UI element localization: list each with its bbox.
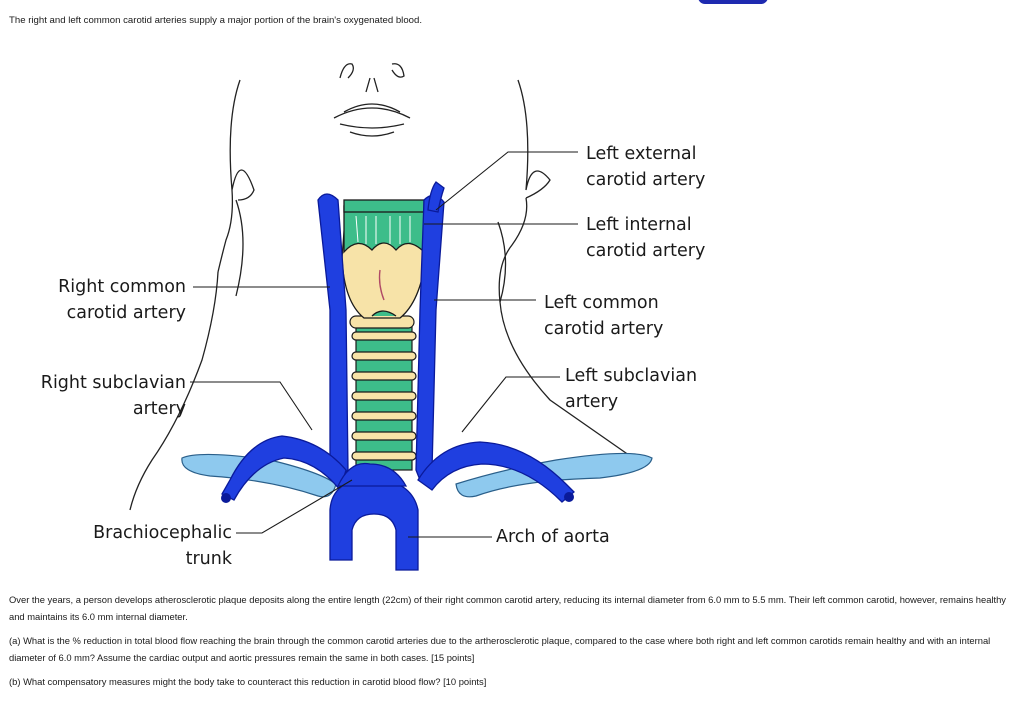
top-button-fragment <box>698 0 768 4</box>
question-a: (a) What is the % reduction in total blo… <box>9 635 991 663</box>
arteries <box>221 181 575 571</box>
label-line: Right common <box>58 277 186 297</box>
aorta-arch-shape <box>329 477 419 571</box>
problem-description: Over the years, a person develops athero… <box>9 594 1006 622</box>
label-line: trunk <box>185 549 232 569</box>
carotid-anatomy-diagram: Right common carotid artery Right subcla… <box>0 40 1024 590</box>
question-b: (b) What compensatory measures might the… <box>9 676 487 687</box>
label-line: Left external <box>586 144 697 164</box>
label-line: carotid artery <box>544 319 664 339</box>
trachea <box>349 315 417 471</box>
left-subclavian-shape <box>417 441 575 503</box>
larynx <box>341 199 427 319</box>
label-line: carotid artery <box>66 303 186 323</box>
label-line: artery <box>132 399 186 419</box>
label-line: Brachiocephalic <box>93 523 232 543</box>
label-line: carotid artery <box>586 170 706 190</box>
artery-ends <box>221 492 574 503</box>
larynx-stripes <box>355 215 411 244</box>
label-line: Right subclavian <box>40 373 186 393</box>
label-right-common-carotid: Right common carotid artery <box>54 274 186 326</box>
label-line: Left common <box>544 293 659 313</box>
face-outline <box>129 63 637 511</box>
label-arch-of-aorta: Arch of aorta <box>496 527 610 547</box>
intro-text: The right and left common carotid arteri… <box>9 15 422 26</box>
left-common-carotid-shape <box>415 194 445 482</box>
label-left-subclavian: Left subclavian artery <box>565 363 697 415</box>
label-left-external-carotid: Left external carotid artery <box>586 141 705 193</box>
label-line: carotid artery <box>586 241 706 261</box>
label-line: Left internal <box>586 215 692 235</box>
leader-lines <box>190 151 578 538</box>
label-line: artery <box>565 392 619 412</box>
anatomy-illustration <box>129 63 653 571</box>
label-left-common-carotid: Left common carotid artery <box>544 290 663 342</box>
label-left-internal-carotid: Left internal carotid artery <box>586 212 705 264</box>
label-right-subclavian: Right subclavian artery <box>40 370 186 422</box>
label-brachiocephalic-trunk: Brachiocephalic trunk <box>90 520 232 572</box>
label-line: Left subclavian <box>565 366 698 386</box>
